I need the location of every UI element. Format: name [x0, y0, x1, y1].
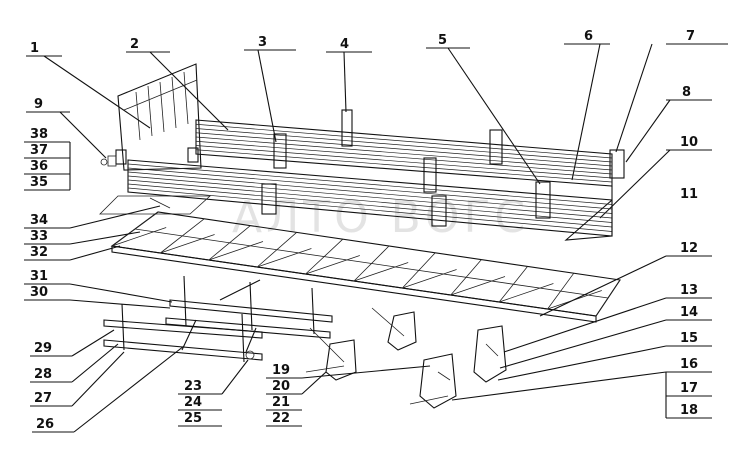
callout-24: 24: [184, 395, 202, 410]
mounting-brackets: [305, 307, 507, 409]
front-wall-slat: [127, 163, 613, 205]
callout-38: 38: [30, 127, 48, 142]
front-wall-slat: [127, 171, 613, 214]
callout-22: 22: [272, 411, 290, 426]
callout-9: 9: [34, 97, 43, 112]
callout-19: 19: [272, 363, 290, 378]
callout-35: 35: [30, 175, 48, 190]
frame-brace: [499, 283, 554, 303]
frame-brace: [208, 241, 264, 261]
callout-31: 31: [30, 269, 48, 284]
callout-36: 36: [30, 159, 48, 174]
leader-lines: [24, 43, 728, 433]
platform-frame: [110, 211, 621, 323]
callout-33: 33: [30, 229, 48, 244]
fastener-set: [100, 155, 117, 167]
callout-2: 2: [130, 37, 139, 52]
callout-37: 37: [30, 143, 48, 158]
callout-18: 18: [680, 403, 698, 418]
rear-wall-slat: [195, 128, 613, 163]
front-wall-slat: [127, 179, 613, 223]
bumper-guard: [103, 303, 263, 363]
front-board: [115, 63, 202, 171]
frame-brace: [402, 269, 457, 289]
rear-wall-slat: [195, 149, 613, 183]
callout-30: 30: [30, 285, 48, 300]
callout-16: 16: [680, 357, 698, 372]
callout-13: 13: [680, 283, 698, 298]
front-wall-slat: [127, 183, 613, 228]
callout-7: 7: [686, 29, 695, 44]
rear-wall-slat: [195, 136, 613, 171]
frame-brace: [353, 262, 409, 282]
floor-plate: [99, 195, 212, 215]
callout-4: 4: [340, 37, 349, 52]
rear-side-wall: [195, 119, 613, 187]
rear-wall-slat: [195, 123, 613, 159]
callout-12: 12: [680, 241, 698, 256]
callout-25: 25: [184, 411, 202, 426]
front-wall-slat: [127, 187, 613, 232]
frame-brace: [257, 248, 312, 268]
callout-28: 28: [34, 367, 52, 382]
callout-23: 23: [184, 379, 202, 394]
watermark-text: АЛТО ВОГС: [232, 192, 529, 243]
frame-brace: [111, 227, 167, 247]
callout-6: 6: [584, 29, 593, 44]
callout-8: 8: [682, 85, 691, 100]
callout-27: 27: [34, 391, 52, 406]
callout-17: 17: [680, 381, 698, 396]
lower-rack: [165, 275, 333, 353]
callout-32: 32: [30, 245, 48, 260]
callout-1: 1: [30, 41, 39, 56]
frame-long-member: [134, 228, 609, 299]
frame-brace: [160, 234, 215, 254]
callout-15: 15: [680, 331, 698, 346]
frame-brace: [305, 255, 360, 275]
callout-34: 34: [30, 213, 48, 228]
callout-21: 21: [272, 395, 290, 410]
callout-10: 10: [680, 135, 698, 150]
rear-wall-posts: [273, 109, 625, 193]
callout-3: 3: [258, 35, 267, 50]
frame-brace: [450, 276, 506, 296]
rear-wall-slat: [195, 145, 613, 179]
callout-20: 20: [272, 379, 290, 394]
callout-29: 29: [34, 341, 52, 356]
callout-5: 5: [438, 33, 447, 48]
front-wall-slat: [127, 175, 613, 219]
callout-14: 14: [680, 305, 698, 320]
callout-labels: 1 2 3 4 5 6 7 8 9 10 11 12 13 14 15 16 1…: [30, 29, 698, 432]
rear-wall-slat: [195, 140, 613, 175]
callout-11: 11: [680, 187, 698, 202]
rear-wall-slat: [195, 132, 613, 167]
front-side-wall: [127, 159, 613, 241]
callout-26: 26: [36, 417, 54, 432]
front-wall-slat: [127, 167, 613, 210]
